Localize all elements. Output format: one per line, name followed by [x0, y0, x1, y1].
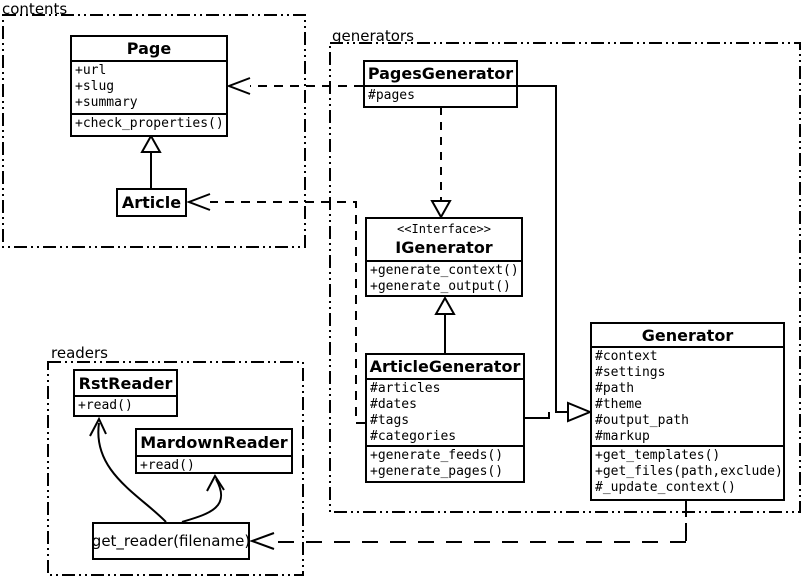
- package-contents-label: contents: [2, 0, 68, 18]
- attribute-line: #pages: [368, 88, 415, 103]
- method-line: +read(): [78, 398, 133, 413]
- attribute-line: #markup: [595, 429, 650, 444]
- class-generator-attributes: #context #settings #path #theme #output_…: [592, 346, 783, 445]
- edge-pagesgenerator-to-generator: [518, 85, 568, 413]
- attribute-line: #articles: [370, 381, 441, 396]
- attribute-line: #tags: [370, 413, 410, 428]
- class-mardownreader: MardownReader +read(): [135, 428, 293, 474]
- attribute-line: #dates: [370, 397, 417, 412]
- attribute-line: #categories: [370, 429, 457, 444]
- open-arrowhead-mardownreader: [206, 474, 225, 492]
- package-generators-border: [329, 42, 801, 513]
- open-arrowhead-article: [186, 193, 211, 211]
- class-igenerator: <<Interface>> IGenerator +generate_conte…: [365, 217, 523, 297]
- class-igenerator-stereotype: <<Interface>>: [397, 222, 491, 236]
- class-pagesgenerator: PagesGenerator #pages: [363, 60, 518, 108]
- attribute-line: #settings: [595, 365, 666, 380]
- package-readers-label: readers: [51, 344, 108, 362]
- class-page-attributes: +url +slug +summary: [72, 60, 226, 113]
- method-line: +generate_pages(): [370, 464, 504, 479]
- package-readers-border: [47, 361, 304, 576]
- class-rstreader: RstReader +read(): [73, 369, 178, 417]
- class-article: Article: [116, 188, 187, 217]
- attribute-line: #context: [595, 349, 658, 364]
- open-arrowhead-page: [226, 77, 251, 95]
- class-igenerator-methods: +generate_context() +generate_output(): [367, 260, 521, 295]
- method-line: +read(): [140, 458, 195, 473]
- triangle-arrowhead-generator: [567, 401, 593, 423]
- method-line: +get_templates(): [595, 448, 721, 463]
- method-line: +generate_feeds(): [370, 448, 504, 463]
- class-pagesgenerator-attributes: #pages: [365, 85, 516, 106]
- attribute-line: +summary: [75, 95, 138, 110]
- attribute-line: +slug: [75, 79, 115, 94]
- function-get-reader: get_reader(filename): [92, 522, 250, 560]
- class-rstreader-name: RstReader: [78, 373, 173, 393]
- class-rstreader-methods: +read(): [75, 395, 176, 415]
- class-pagesgenerator-name: PagesGenerator: [367, 64, 514, 83]
- package-contents-border: [2, 14, 306, 248]
- class-page: Page +url +slug +summary +check_properti…: [70, 35, 228, 137]
- class-mardownreader-name: MardownReader: [140, 433, 288, 452]
- attribute-line: #output_path: [595, 413, 689, 428]
- class-articlegenerator-methods: +generate_feeds() +generate_pages(): [367, 445, 523, 481]
- method-line: +check_properties(): [75, 116, 224, 131]
- attribute-line: #path: [595, 381, 635, 396]
- class-generator: Generator #context #settings #path #them…: [590, 322, 785, 501]
- class-page-methods: +check_properties(): [72, 113, 226, 135]
- class-generator-name: Generator: [641, 325, 734, 345]
- attribute-line: +url: [75, 63, 107, 78]
- class-mardownreader-methods: +read(): [137, 455, 291, 473]
- edge-articlegenerator-to-article: [210, 201, 365, 424]
- class-page-name: Page: [126, 39, 172, 58]
- edge-getreader-to-rstreader: [97, 422, 167, 523]
- method-line: +get_files(path,exclude): [595, 464, 783, 479]
- class-generator-methods: +get_templates() +get_files(path,exclude…: [592, 445, 783, 499]
- open-arrowhead-getreader: [249, 532, 275, 550]
- class-articlegenerator-name: ArticleGenerator: [369, 357, 521, 376]
- package-generators-label: generators: [332, 27, 414, 45]
- edge-articlegenerator-to-generator: [525, 412, 550, 419]
- class-igenerator-name: IGenerator: [395, 237, 493, 257]
- class-articlegenerator-attributes: #articles #dates #tags #categories: [367, 378, 523, 445]
- triangle-arrowhead-igenerator-bottom: [434, 295, 456, 315]
- class-igenerator-header: <<Interface>> IGenerator: [367, 219, 521, 260]
- method-line: #_update_context(): [595, 480, 736, 495]
- triangle-arrowhead-page: [140, 133, 162, 153]
- triangle-arrowhead-igenerator-top: [430, 200, 452, 220]
- method-line: +generate_output(): [370, 279, 511, 294]
- class-article-name: Article: [121, 193, 182, 212]
- class-articlegenerator: ArticleGenerator #articles #dates #tags …: [365, 353, 525, 483]
- attribute-line: #theme: [595, 397, 642, 412]
- method-line: +generate_context(): [370, 263, 519, 278]
- edge-getreader-to-mardownreader: [181, 478, 223, 523]
- open-arrowhead-rstreader: [89, 416, 107, 437]
